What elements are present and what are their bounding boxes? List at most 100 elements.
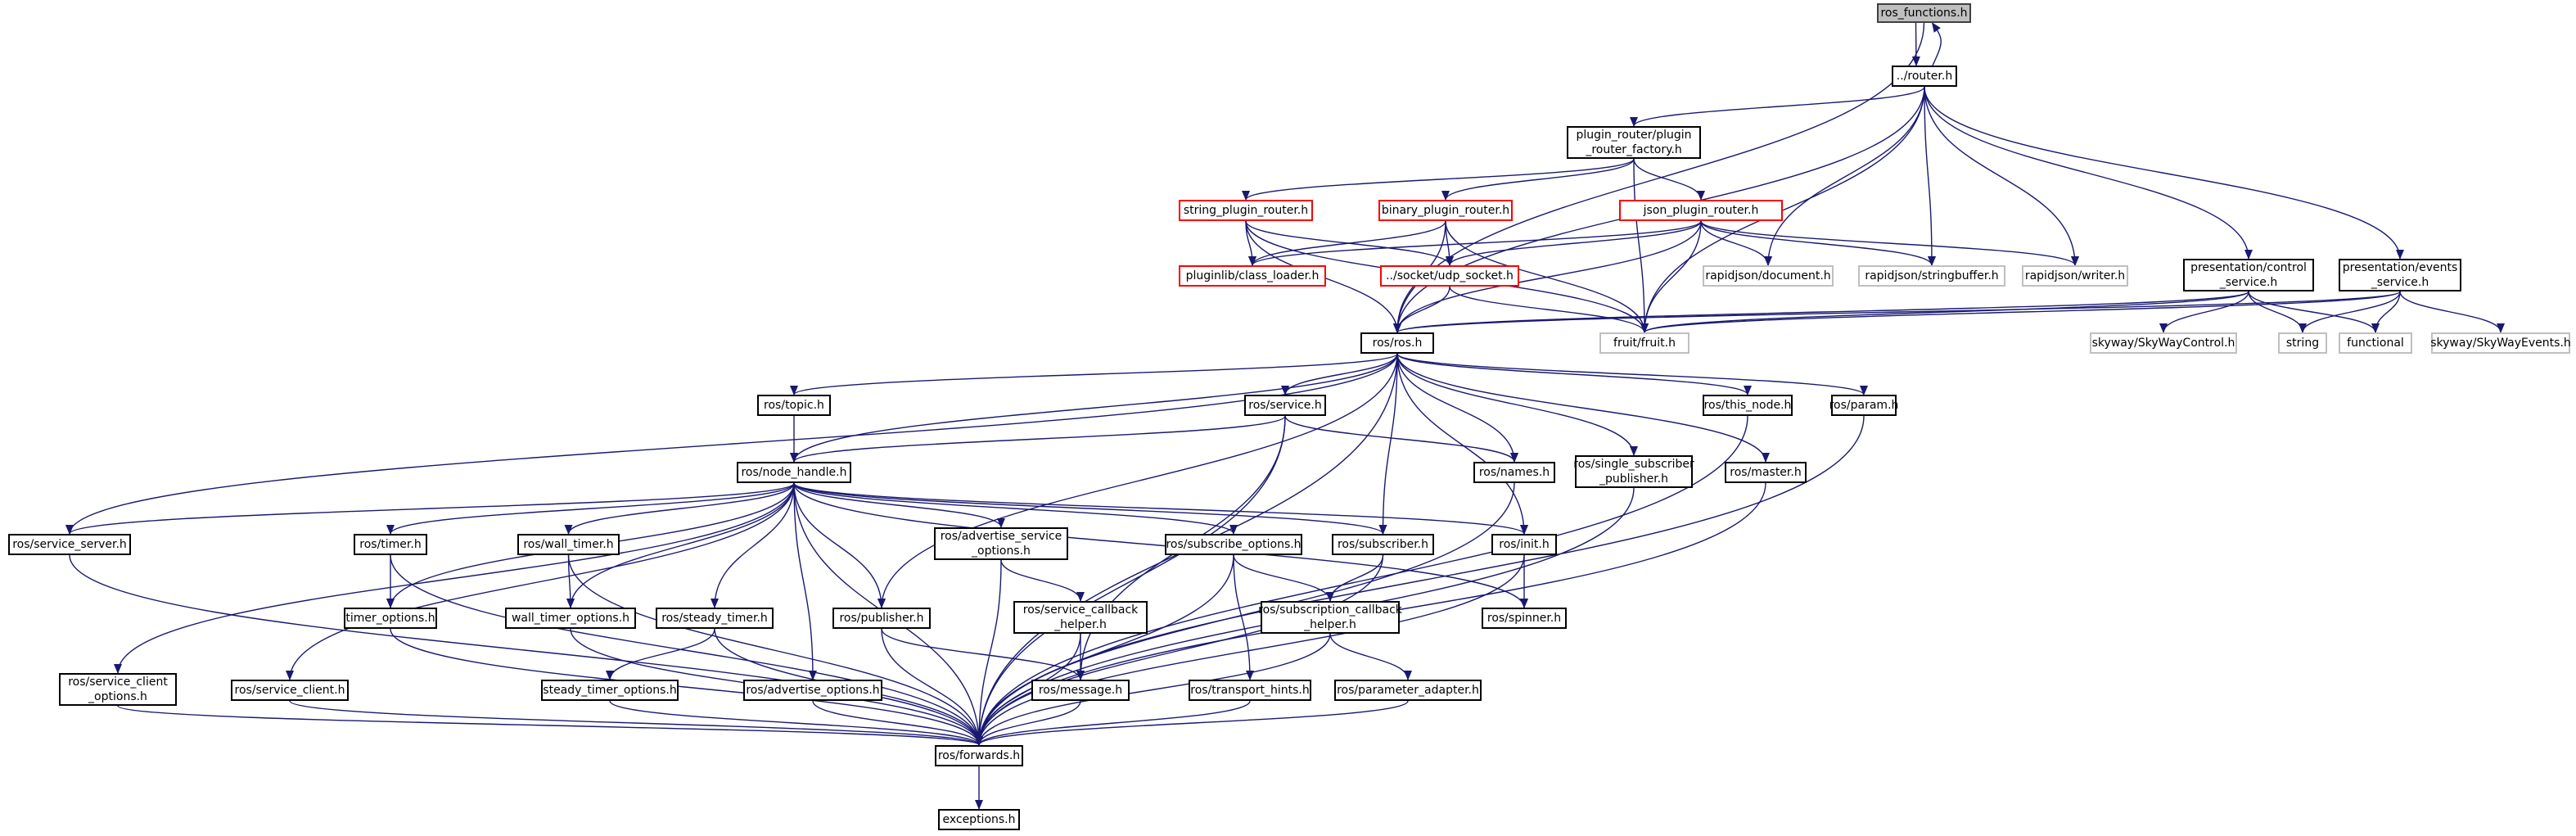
edge-sub_cb_helper-to-parameter_adapter (1329, 633, 1412, 680)
node-label-line: ros/spinner.h (1487, 612, 1562, 625)
node-parameter-adapter-h[interactable]: ros/parameter_adapter.h (1334, 680, 1482, 701)
node-service-server-h[interactable]: ros/service_server.h (8, 534, 131, 555)
node-label-line: ros/ros.h (1372, 337, 1423, 350)
node-service-h[interactable]: ros/service.h (1244, 395, 1326, 416)
node-names-h[interactable]: ros/names.h (1473, 462, 1555, 483)
node-label-line: ../socket/udp_socket.h (1386, 269, 1514, 282)
node-forwards-h[interactable]: ros/forwards.h (935, 745, 1023, 766)
node-label-line: ros/single_subscriber (1573, 458, 1694, 471)
edge-ros-to-subscriber (1378, 353, 1398, 535)
node-udp-socket-h[interactable]: ../socket/udp_socket.h (1380, 265, 1519, 287)
node-label-line: plugin_router/plugin (1576, 129, 1692, 142)
edge-events_service-to-fruit (1640, 291, 2401, 333)
node-json-plugin-router-h[interactable]: json_plugin_router.h (1619, 200, 1783, 221)
edge-timer_options-to-forwards (390, 628, 983, 746)
edge-subscriber-to-sub_cb_helper (1326, 554, 1384, 602)
edge-sub_cb_helper-to-forwards (975, 633, 1331, 746)
node-label-line: ros/init.h (1499, 538, 1550, 551)
edge-publisher-to-message (881, 628, 1085, 680)
edge-names-to-forwards (975, 482, 1515, 746)
node-functional: functional (2339, 332, 2412, 354)
node-label-line: ros/advertise_options.h (746, 684, 880, 697)
node-label-line: ros/this_node.h (1703, 399, 1792, 412)
node-ros-functions-h[interactable]: ros_functions.h (1877, 3, 1971, 23)
node-label-line: string_plugin_router.h (1183, 204, 1309, 217)
node-label-line: skyway/SkyWayControl.h (2091, 337, 2235, 350)
node-string-plugin-router-h[interactable]: string_plugin_router.h (1179, 200, 1313, 221)
node-exceptions-h[interactable]: exceptions.h (938, 809, 1020, 830)
node-ros-h[interactable]: ros/ros.h (1360, 332, 1434, 354)
edge-init-to-forwards (975, 554, 1525, 746)
edge-subscribe_options-to-forwards (975, 554, 1234, 746)
node-this-node-h[interactable]: ros/this_node.h (1703, 395, 1793, 416)
node-events-service-h[interactable]: presentation/events_service.h (2339, 259, 2461, 291)
edge-control_service-to-ros (1393, 291, 2249, 333)
edge-ros-to-init (1396, 353, 1528, 535)
edge-node_handle-to-steady_timer (711, 482, 795, 608)
edge-steady_timer-to-steady_timer_options (606, 628, 715, 680)
edge-control_service-to-skyway_control (2159, 291, 2249, 333)
node-label-line: fruit/fruit.h (1613, 337, 1676, 350)
node-node-handle-h[interactable]: ros/node_handle.h (737, 462, 851, 483)
node-subscribe-options-h[interactable]: ros/subscribe_options.h (1165, 534, 1302, 555)
node-wall-timer-h[interactable]: ros/wall_timer.h (517, 534, 620, 555)
node-subscriber-h[interactable]: ros/subscriber.h (1332, 534, 1434, 555)
node-timer-options-h[interactable]: timer_options.h (344, 608, 437, 629)
node-label-line: ros/service_callback (1022, 603, 1139, 617)
edge-wall_timer-to-forwards (567, 554, 983, 746)
node-service-client-options-h[interactable]: ros/service_client_options.h (59, 673, 177, 706)
edge-timer-to-forwards (390, 554, 983, 746)
node-master-h[interactable]: ros/master.h (1725, 462, 1807, 483)
edge-json_plugin-to-rj_document (1700, 220, 1772, 266)
node-steady-timer-h[interactable]: ros/steady_timer.h (656, 608, 774, 629)
node-single-subscriber-publisher-h[interactable]: ros/single_subscriber_publisher.h (1573, 455, 1694, 488)
edge-events_service-to-ros (1393, 291, 2401, 333)
node-class-loader-h[interactable]: pluginlib/class_loader.h (1179, 265, 1326, 287)
node-publisher-h[interactable]: ros/publisher.h (832, 608, 931, 629)
node-service-callback-helper-h[interactable]: ros/service_callback_helper.h (1013, 601, 1148, 634)
edge-node_handle-to-subscriber (793, 482, 1387, 535)
node-label-line: string (2285, 337, 2320, 350)
node-wall-timer-options-h[interactable]: wall_timer_options.h (505, 608, 636, 629)
node-topic-h[interactable]: ros/topic.h (757, 395, 831, 416)
node-service-client-h[interactable]: ros/service_client.h (231, 680, 349, 701)
node-message-h[interactable]: ros/message.h (1031, 680, 1130, 701)
edge-json_plugin-to-class_loader (1248, 220, 1702, 266)
node-advertise-service-options-h[interactable]: ros/advertise_service_options.h (934, 527, 1068, 560)
edge-node_handle-to-timer (386, 482, 795, 535)
node-advertise-options-h[interactable]: ros/advertise_options.h (743, 680, 882, 701)
edge-node_handle-to-service_server (65, 482, 795, 535)
edge-plugin_factory-to-fruit (1633, 158, 1649, 333)
edge-router-to-rj_document (1764, 86, 1925, 266)
node-subscription-callback-helper-h[interactable]: ros/subscription_callback_helper.h (1258, 601, 1402, 634)
node-label-line: skyway/SkyWayEvents.h (2430, 337, 2571, 350)
edge-node_handle-to-spinner (793, 482, 1528, 608)
node-label-line: _service.h (2219, 276, 2278, 289)
edge-json_plugin-to-ros (1393, 220, 1702, 333)
edge-wall_timer-to-wall_timer_options (566, 554, 575, 608)
node-spinner-h[interactable]: ros/spinner.h (1482, 608, 1567, 629)
node-transport-hints-h[interactable]: ros/transport_hints.h (1189, 680, 1311, 701)
node-param-h[interactable]: ros/param.h (1829, 395, 1898, 416)
edge-events_service-to-skyway_events (2399, 291, 2505, 333)
node-control-service-h[interactable]: presentation/control_service.h (2183, 259, 2314, 291)
node-router-h[interactable]: ../router.h (1892, 66, 1957, 87)
node-label-line: ros/steady_timer.h (661, 612, 768, 625)
node-timer-h[interactable]: ros/timer.h (354, 534, 427, 555)
node-steady-timer-options-h[interactable]: steady_timer_options.h (541, 680, 679, 701)
node-label-line: ../router.h (1896, 70, 1953, 83)
edge-srv_cb_helper-to-forwards (975, 633, 1081, 746)
edge-ros-to-service_server (65, 353, 1398, 535)
edge-node_handle-to-publisher (793, 482, 886, 608)
edge-plugin_factory-to-binary_plugin (1441, 158, 1635, 201)
node-label-line: _publisher.h (1599, 472, 1668, 486)
node-plugin-router-factory-h[interactable]: plugin_router/plugin_router_factory.h (1567, 126, 1701, 159)
node-fruit-h: fruit/fruit.h (1599, 332, 1690, 354)
edge-service_client-to-forwards (289, 700, 983, 746)
node-init-h[interactable]: ros/init.h (1491, 534, 1557, 555)
node-label-line: ros/subscription_callback (1258, 603, 1402, 617)
node-label-line: steady_timer_options.h (543, 684, 677, 697)
edge-service-to-node_handle (790, 415, 1286, 463)
node-rapidjson-stringbuffer-h: rapidjson/stringbuffer.h (1858, 265, 2005, 287)
node-binary-plugin-router-h[interactable]: binary_plugin_router.h (1378, 200, 1513, 221)
